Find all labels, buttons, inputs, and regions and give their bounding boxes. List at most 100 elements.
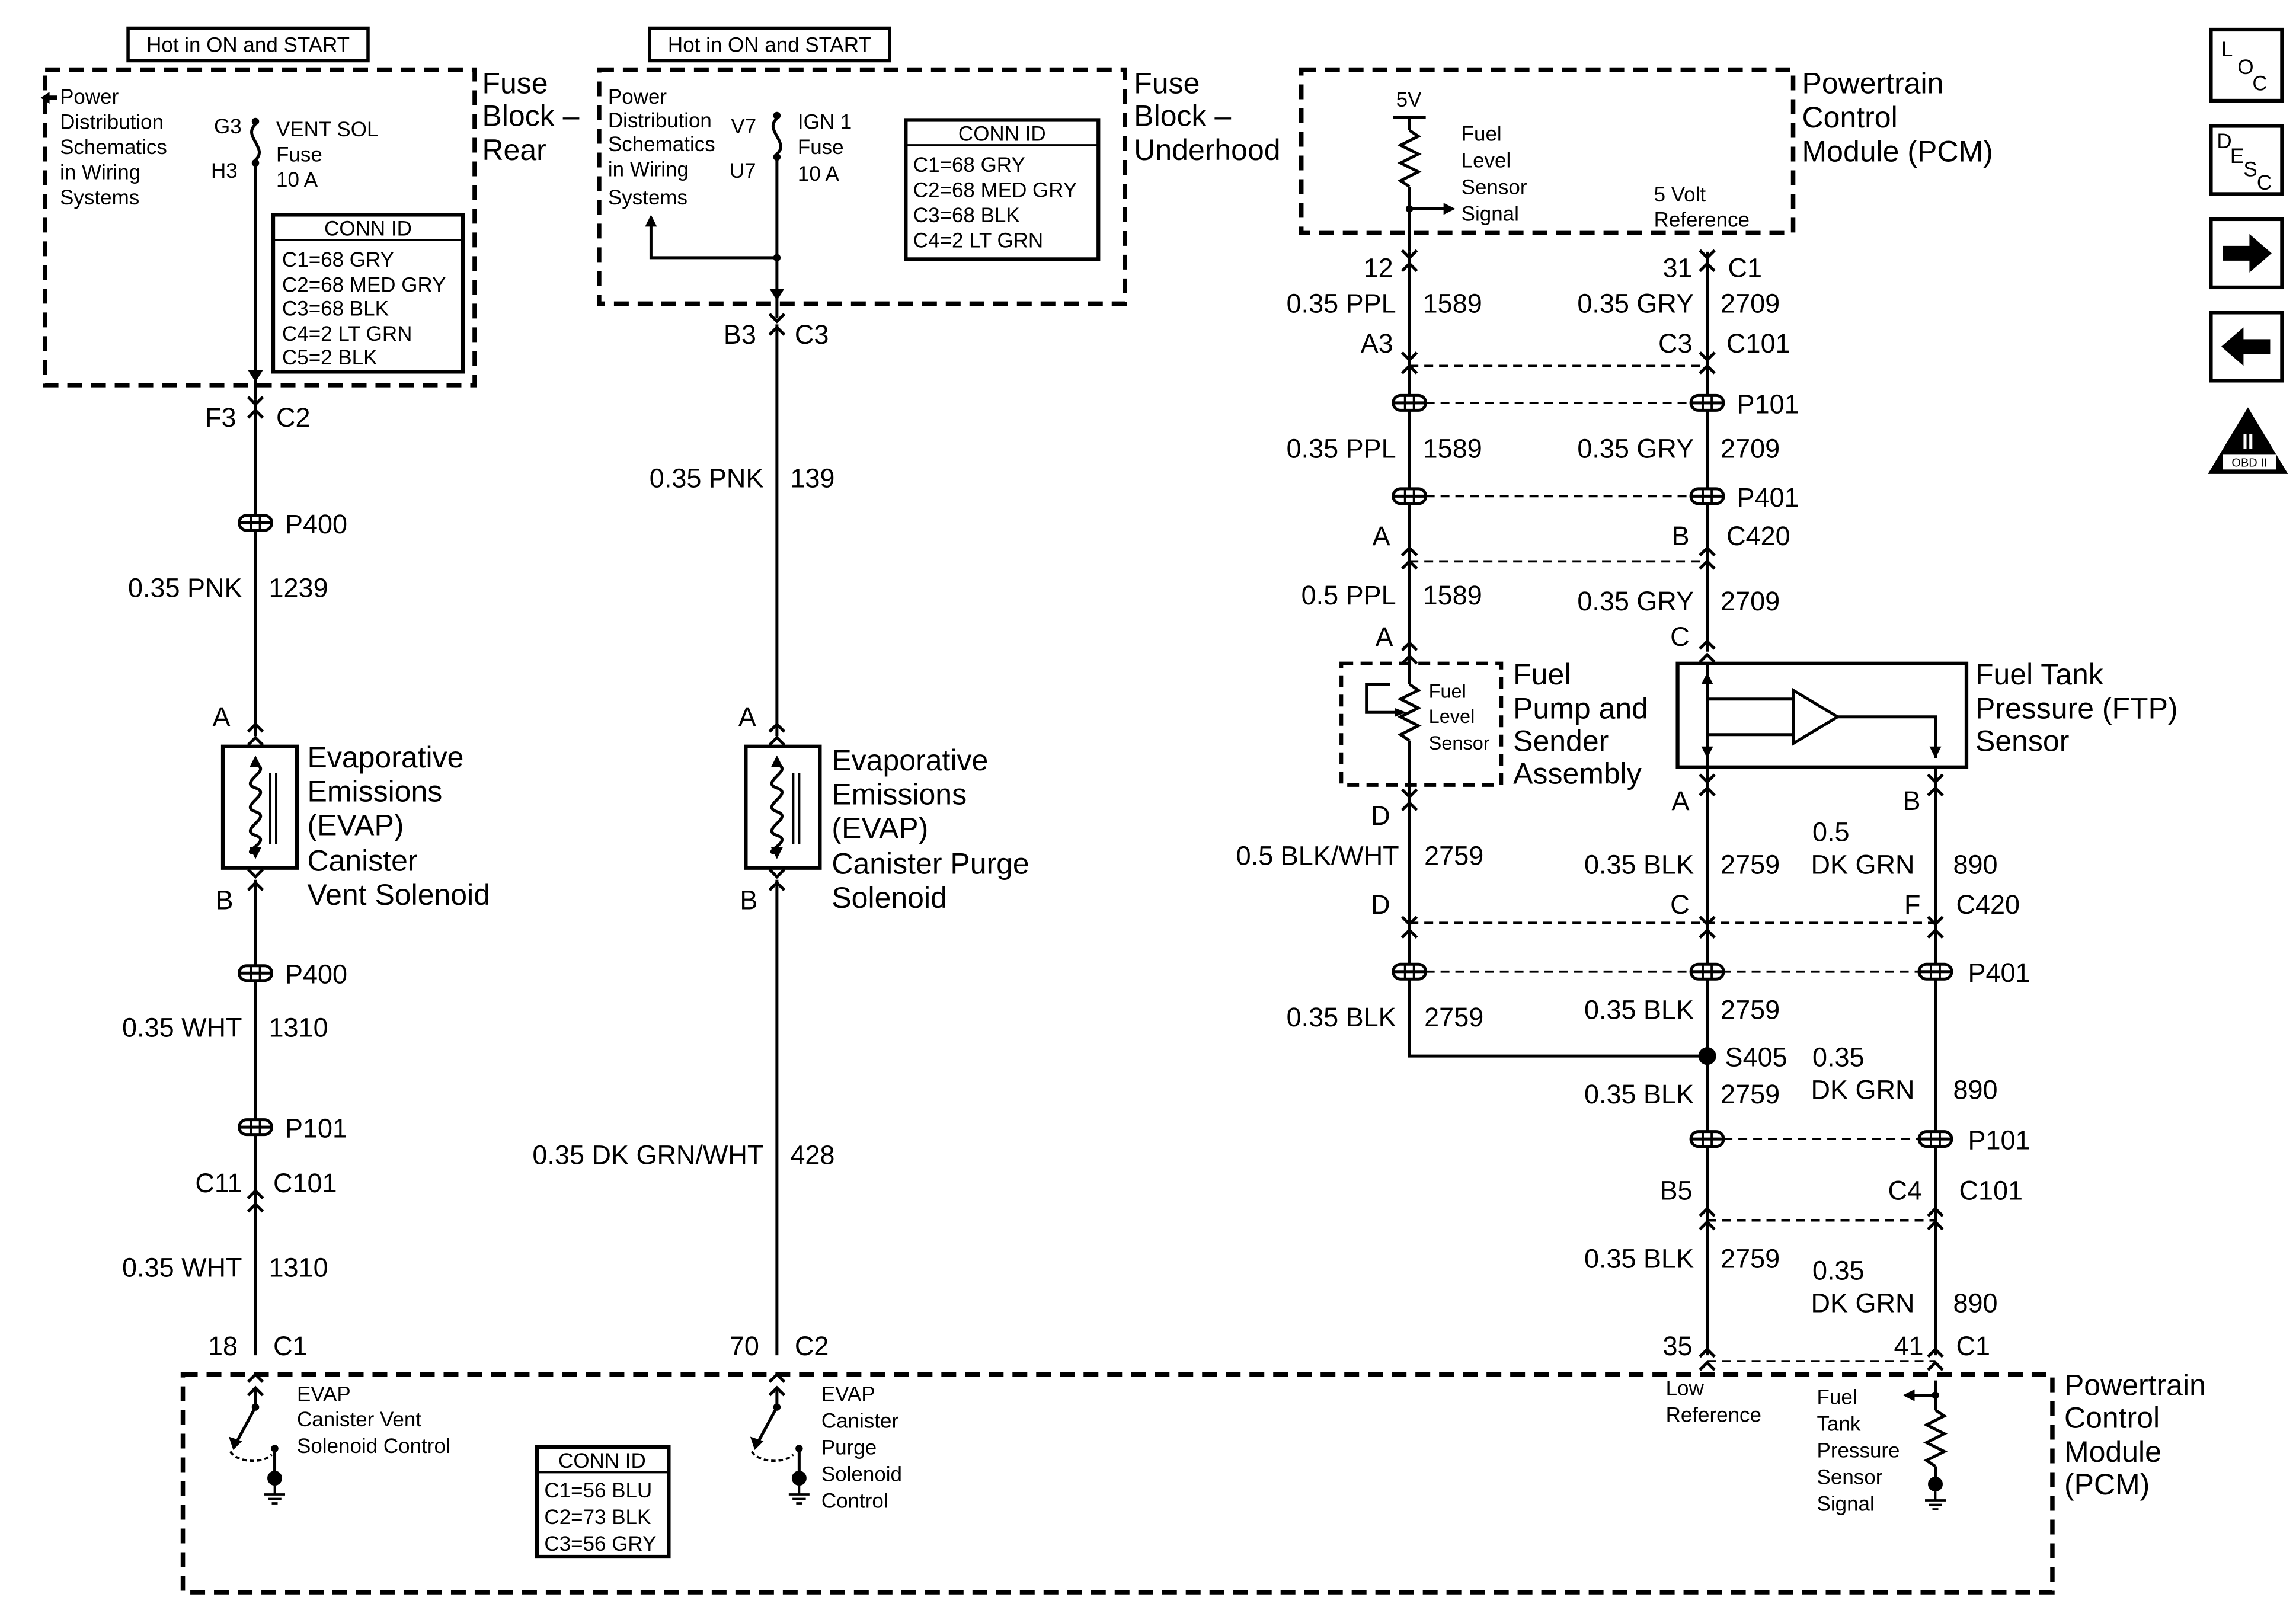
fuel-level-signal-2: Level <box>1462 149 1511 172</box>
pds-uh-1: Power <box>608 85 667 108</box>
ftp-sensor-label-2: Pressure (FTP) <box>1975 692 2178 725</box>
pds-uh-3: Schematics <box>608 133 715 156</box>
ftp-sensor-label-1: Fuel Tank <box>1975 658 2104 691</box>
pcm-bottom-title-4: (PCM) <box>2064 1468 2150 1501</box>
conn-id-rear-c2: C2=68 MED GRY <box>282 273 446 296</box>
conn-id-rear-c3: C3=68 BLK <box>282 297 389 320</box>
col1-wire1-color: 0.35 PNK <box>128 572 242 603</box>
hot-label-underhood: Hot in ON and START <box>668 33 871 56</box>
ftp-sensor-label-3: Sensor <box>1975 724 2069 757</box>
fuse-block-rear-title-2: Block – <box>482 99 579 132</box>
col3-wire2-circuit: 1589 <box>1423 433 1482 463</box>
col4-wire2-circuit: 2709 <box>1721 433 1780 463</box>
conn-id-pcm-title: CONN ID <box>558 1449 646 1473</box>
p101-col1: P101 <box>285 1113 347 1144</box>
col5-wire1-color-1: 0.5 <box>1812 817 1850 847</box>
purge-control-label-5: Control <box>821 1490 888 1513</box>
col3-pin-a-c420: A <box>1373 521 1390 551</box>
loc-icon-o: O <box>2237 56 2253 79</box>
fuse-rear-rating: 10 A <box>276 168 318 191</box>
conn-id-uh-c4: C4=2 LT GRN <box>913 229 1043 252</box>
fuse-block-underhood: Hot in ON and START Fuse Block – Underho… <box>597 26 1281 319</box>
fuel-pump-label-4: Assembly <box>1513 757 1642 790</box>
desc-icon[interactable]: D E S C <box>2209 124 2284 196</box>
splice-s405: S405 <box>1725 1042 1787 1073</box>
circuit-purge-solenoid: B3 C3 0.35 PNK 139 A Evaporative Emissio… <box>532 314 1029 1395</box>
purge-control-label-1: EVAP <box>821 1383 875 1406</box>
circuit-vent-solenoid: F3 C2 P400 0.35 PNK 1239 A Evaporative E… <box>122 397 490 1395</box>
conn-c420-bottom: C420 <box>1956 889 2020 920</box>
fuel-pump-label-2: Pump and <box>1513 692 1648 725</box>
pcm-pin-18: 18 <box>208 1331 238 1361</box>
pds-rear-2: Distribution <box>60 110 164 133</box>
col1-wire3-color: 0.35 WHT <box>122 1253 242 1283</box>
conn-id-uh-title: CONN ID <box>958 122 1046 145</box>
col3-pin-d: D <box>1371 801 1390 831</box>
fuse-rear-term-bottom: H3 <box>211 159 238 183</box>
obd-ii-numeral: II <box>2242 430 2253 453</box>
fuse-block-rear-title-3: Rear <box>482 133 546 167</box>
col3-wire4-color: 0.5 BLK/WHT <box>1236 841 1399 871</box>
col4-wire3-color: 0.35 GRY <box>1577 586 1694 616</box>
fuel-pump-label-3: Sender <box>1513 724 1609 757</box>
pcm-pin-35: 35 <box>1663 1331 1693 1361</box>
col5-wire1-color-2: DK GRN <box>1811 850 1915 880</box>
conn-b5: B5 <box>1660 1176 1693 1206</box>
col4-wire4-color: 0.35 BLK <box>1584 850 1694 880</box>
col3-wire5-circuit: 2759 <box>1424 1002 1483 1032</box>
pcm-bottom-title-3: Module <box>2064 1435 2161 1468</box>
col3-pin-a-sender: A <box>1376 622 1393 652</box>
col5-wire2-color-2: DK GRN <box>1811 1075 1915 1105</box>
ftp-signal-label-5: Signal <box>1817 1493 1875 1516</box>
vent-solenoid-label-1: Evaporative <box>308 741 464 774</box>
pds-uh-4: in Wiring <box>608 158 689 181</box>
pcm-top-title-1: Powertrain <box>1802 66 1944 100</box>
conn-id-uh-c1: C1=68 GRY <box>913 153 1025 177</box>
conn-id-rear-c5: C5=2 BLK <box>282 346 377 369</box>
desc-icon-s: S <box>2243 158 2257 181</box>
col5-pin-f: F <box>1904 889 1920 920</box>
fuse-block-rear-title-1: Fuse <box>482 66 548 100</box>
conn-c3-uh: C3 <box>795 319 829 350</box>
pcm-pin-70: 70 <box>730 1331 759 1361</box>
vent-solenoid-label-4: Canister <box>308 844 418 878</box>
conn-id-rear-c1: C1=68 GRY <box>282 248 394 271</box>
desc-icon-d: D <box>2217 130 2231 153</box>
ftp-signal-label-2: Tank <box>1817 1413 1861 1436</box>
col4-pin-c2: C <box>1670 889 1690 920</box>
col3-wire1-circuit: 1589 <box>1423 288 1482 318</box>
next-arrow-icon[interactable] <box>2209 217 2284 290</box>
pds-uh-5: Systems <box>608 186 687 209</box>
obd-ii-icon[interactable]: II OBD II <box>2208 407 2288 474</box>
prev-arrow-icon[interactable] <box>2209 311 2284 383</box>
conn-c4: C4 <box>1888 1176 1922 1206</box>
fuel-level-signal-3: Sensor <box>1462 175 1527 199</box>
loc-icon-c: C <box>2252 72 2267 95</box>
col4-wire1-color: 0.35 GRY <box>1577 288 1694 318</box>
col4-pin-b: B <box>1672 521 1690 551</box>
col4-wire1-circuit: 2709 <box>1721 288 1780 318</box>
pcm-top-5v: 5V <box>1396 88 1422 111</box>
p401-bottom: P401 <box>1968 958 2030 988</box>
col2-wire1-circuit: 139 <box>790 463 834 493</box>
pcm-top-title-3: Module (PCM) <box>1802 135 1993 168</box>
loc-icon[interactable]: L O C <box>2209 27 2284 103</box>
purge-control-label-3: Purge <box>821 1436 877 1459</box>
vent-control-label-2: Canister Vent <box>297 1408 421 1431</box>
fuel-level-signal-1: Fuel <box>1462 122 1502 145</box>
col4-pin-c: C <box>1670 622 1690 652</box>
col3-wire3-color: 0.5 PPL <box>1302 580 1396 610</box>
vent-solenoid-label-3: (EVAP) <box>308 809 404 842</box>
col2-wire2-circuit: 428 <box>790 1140 834 1170</box>
p101-bottom: P101 <box>1968 1125 2030 1156</box>
col4-wire7-circuit: 2759 <box>1721 1244 1780 1274</box>
obd-ii-label: OBD II <box>2231 456 2267 469</box>
pcm-pin-41: 41 <box>1894 1331 1923 1361</box>
ftp-signal-label-4: Sensor <box>1817 1466 1883 1489</box>
purge-control-label-4: Solenoid <box>821 1463 902 1486</box>
purge-pin-b: B <box>740 885 757 916</box>
pds-rear-5: Systems <box>60 186 139 209</box>
side-nav: L O C D E S C II OBD II <box>2208 27 2288 474</box>
conn-id-uh-c2: C2=68 MED GRY <box>913 178 1077 201</box>
